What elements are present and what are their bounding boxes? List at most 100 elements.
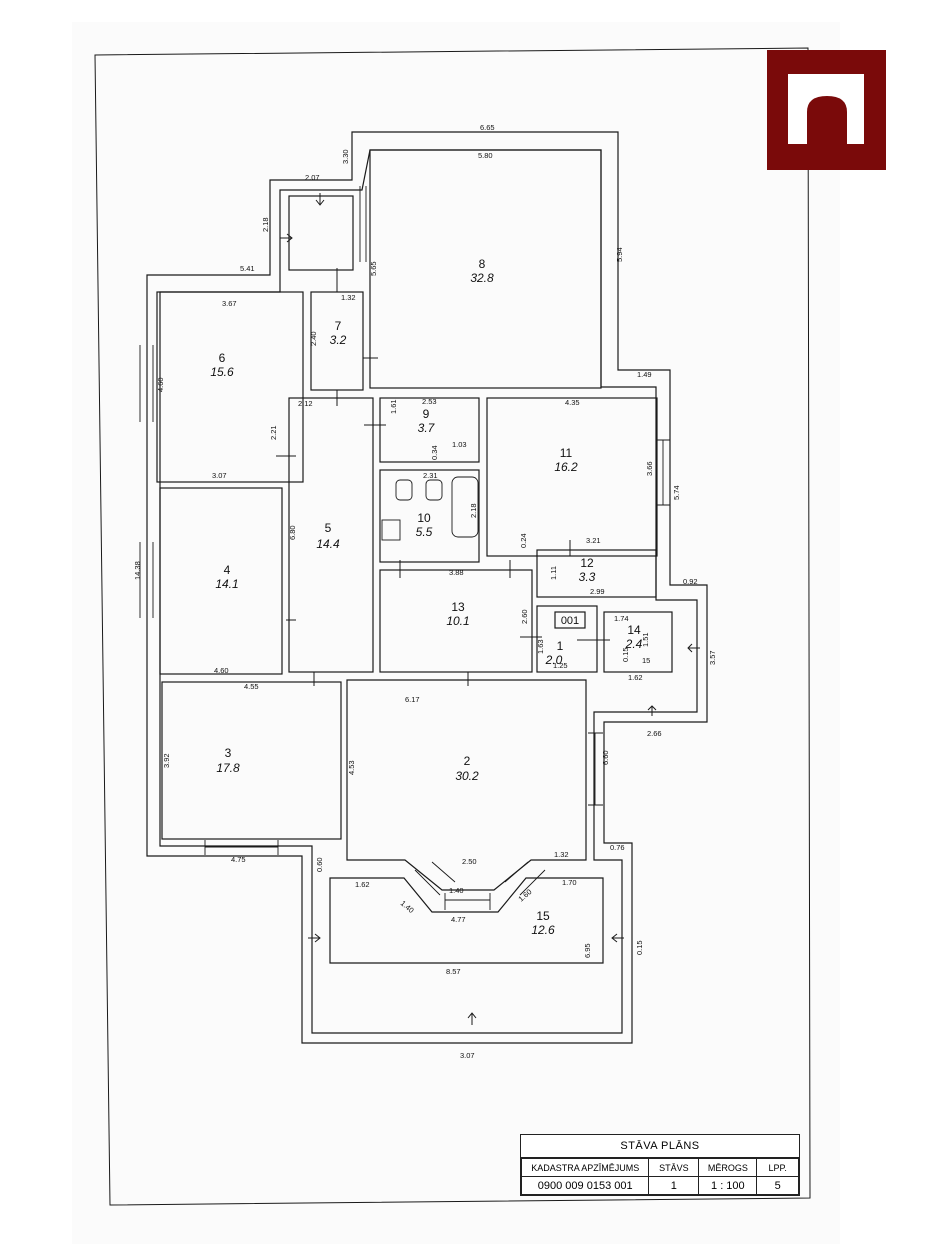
room-6-area: 15.6 <box>210 365 234 379</box>
col-page-header: LPP. <box>756 1158 799 1177</box>
company-logo <box>767 50 886 170</box>
room-10-area: 5.5 <box>416 525 433 539</box>
room-13-area: 10.1 <box>446 614 469 628</box>
room-9-number: 9 <box>423 407 430 421</box>
entrance-arrows <box>280 193 700 1025</box>
dim-label: 0.15 <box>635 940 644 955</box>
room-4-area: 14.1 <box>215 577 238 591</box>
dim-label: 1.40 <box>449 886 464 895</box>
dim-label: 3.07 <box>460 1051 475 1060</box>
dim-label: 14.38 <box>133 561 142 580</box>
room-9-area: 3.7 <box>418 421 436 435</box>
title-block: STĀVA PLĀNS KADASTRA APZĪMĒJUMS STĀVS MĒ… <box>520 1134 800 1196</box>
room-14-area: 2.4 <box>625 637 643 651</box>
dim-label: 2.21 <box>269 425 278 440</box>
outer-wall-outer-line <box>146 131 708 1044</box>
room-7-number: 7 <box>335 319 342 333</box>
room-2-number: 2 <box>464 754 471 768</box>
dim-label: 3.57 <box>708 650 717 665</box>
room-1-outline <box>536 605 598 673</box>
floor-plan-drawing: 1 2.0 2 30.2 3 17.8 4 14.1 5 14.4 6 15.6… <box>94 47 811 1206</box>
dim-label: 3.92 <box>162 753 171 768</box>
dim-label: 6.95 <box>583 943 592 958</box>
dim-label: 4.60 <box>214 666 229 675</box>
room-8-outline <box>369 149 602 389</box>
room-labels: 1 2.0 2 30.2 3 17.8 4 14.1 5 14.4 6 15.6… <box>210 257 642 937</box>
dim-label: 3.07 <box>212 471 227 480</box>
room-10-number: 10 <box>417 511 431 525</box>
room-3-number: 3 <box>225 746 232 760</box>
room-2-area: 30.2 <box>455 769 479 783</box>
dim-label: 1.74 <box>614 614 629 623</box>
room-15-number: 15 <box>536 909 550 923</box>
dim-label: 3.67 <box>222 299 237 308</box>
dim-label: 2.18 <box>261 217 270 232</box>
room-1-number: 1 <box>557 639 564 653</box>
windows <box>139 186 670 910</box>
plan-sheet: 1 2.0 2 30.2 3 17.8 4 14.1 5 14.4 6 15.6… <box>72 22 840 1244</box>
room-8-area: 32.8 <box>470 271 494 285</box>
room-15-outline <box>329 877 604 964</box>
dim-label: 1.70 <box>562 878 577 887</box>
room-11-area: 16.2 <box>554 460 578 474</box>
dim-label: 5.80 <box>478 151 493 160</box>
dim-label: 4.77 <box>451 915 466 924</box>
dim-label: 5.74 <box>672 485 681 500</box>
dim-label: 2.40 <box>309 331 318 346</box>
dim-label: 2.12 <box>298 399 313 408</box>
outer-wall-inner-line <box>159 149 698 1034</box>
sheet-border <box>94 47 811 1206</box>
dim-label: 1.40 <box>399 899 416 915</box>
room-11-number: 11 <box>560 446 573 460</box>
arch-logo-icon <box>788 74 864 144</box>
dim-label: 5.94 <box>615 247 624 262</box>
floor-value: 1 <box>648 1176 700 1195</box>
dimension-labels: 6.65 5.80 3.30 2.07 2.18 5.41 5.65 5.94 … <box>133 123 717 1060</box>
room-1-area: 2.0 <box>545 653 563 667</box>
room-14-number: 14 <box>627 623 641 637</box>
dim-label: 1.32 <box>554 850 569 859</box>
dim-label: 1.62 <box>628 673 643 682</box>
page-value: 5 <box>756 1176 799 1195</box>
room-2-outline <box>346 679 587 891</box>
dim-label: 1.51 <box>641 632 650 647</box>
dim-label: 6.60 <box>601 750 610 765</box>
room-4-number: 4 <box>224 563 231 577</box>
room-5-outline <box>288 397 374 673</box>
dim-label: 0.60 <box>315 857 324 872</box>
dim-label: 1.11 <box>549 566 558 580</box>
dim-label: 2.07 <box>305 173 320 182</box>
room-13-number: 13 <box>451 600 465 614</box>
dim-label: 1.32 <box>341 293 356 302</box>
dim-label: 1.03 <box>452 440 467 449</box>
room-8-number: 8 <box>479 257 486 271</box>
vestibule-outline <box>288 195 354 271</box>
room-13-outline <box>379 569 533 673</box>
dim-label: 2.50 <box>462 857 477 866</box>
dim-label: 1.49 <box>637 370 652 379</box>
dim-label: 3.88 <box>449 568 464 577</box>
dim-label: 8.57 <box>446 967 461 976</box>
dim-label: 4.53 <box>347 760 356 775</box>
scale-value: 1 : 100 <box>698 1176 758 1195</box>
col-floor-header: STĀVS <box>648 1158 700 1177</box>
dim-label: 6.80 <box>288 525 297 540</box>
room-15-area: 12.6 <box>531 923 555 937</box>
room-10-outline <box>379 469 480 563</box>
dim-label: 0.15 <box>621 647 630 662</box>
dim-label: 2.18 <box>469 503 478 518</box>
dim-label: 15 <box>642 656 650 665</box>
cadastre-value: 0900 009 0153 001 <box>520 1176 650 1195</box>
dim-label: 4.60 <box>156 377 165 392</box>
bathroom-fixtures <box>381 476 479 541</box>
title-block-heading: STĀVA PLĀNS <box>521 1135 799 1158</box>
col-cadastre-header: KADASTRA APZĪMĒJUMS <box>520 1158 650 1177</box>
dim-label: 3.30 <box>341 149 350 164</box>
dim-label: 0.76 <box>610 843 625 852</box>
room-7-area: 3.2 <box>330 333 347 347</box>
col-scale-header: MĒROGS <box>698 1158 758 1177</box>
dim-label: 2.99 <box>590 587 605 596</box>
dim-label: 1.63 <box>536 639 545 654</box>
dim-label: 3.21 <box>586 536 601 545</box>
dim-label: 6.17 <box>405 695 420 704</box>
